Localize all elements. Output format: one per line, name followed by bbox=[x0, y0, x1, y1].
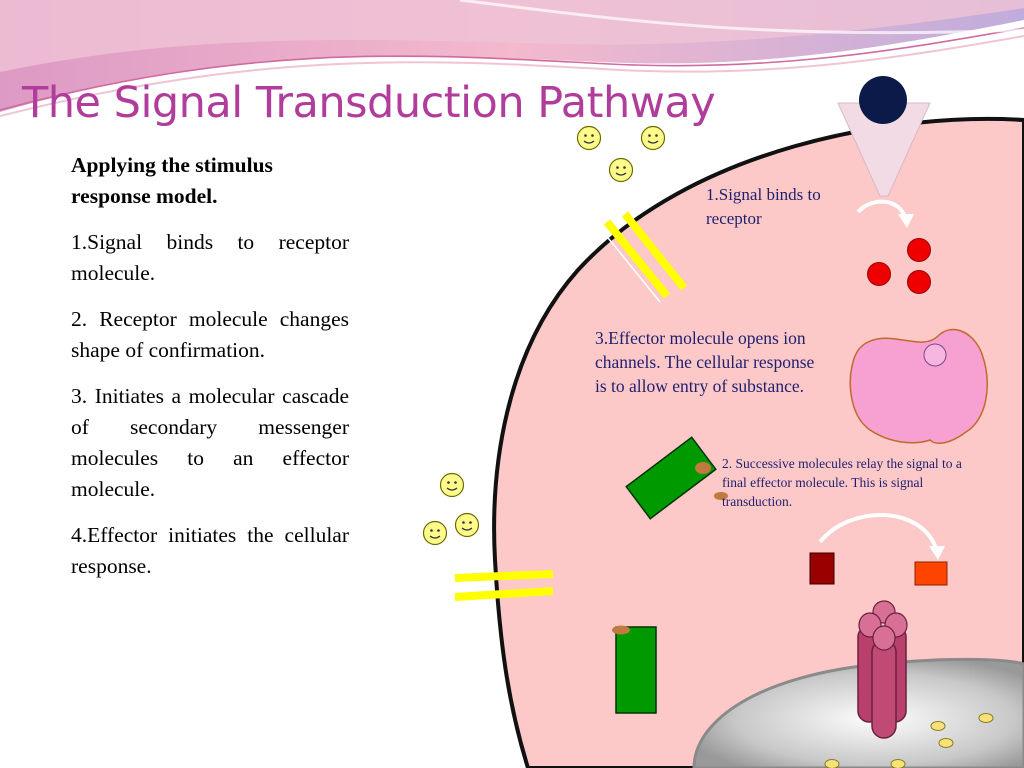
relay-arrow bbox=[809, 513, 948, 586]
slide-title: The Signal Transduction Pathway bbox=[22, 78, 716, 128]
relay-square-dark bbox=[809, 552, 835, 585]
effector-molecule bbox=[849, 328, 988, 445]
receptor-molecule bbox=[837, 76, 931, 197]
arrow-receptor-to-messenger bbox=[856, 199, 914, 228]
step-4-text: 4.Effector initiates the cellular respon… bbox=[71, 523, 349, 578]
steps-heading: Applying the stimulus response model. bbox=[71, 153, 273, 208]
relay-molecule-upright bbox=[612, 625, 657, 714]
membrane-protein-lower bbox=[454, 570, 554, 601]
stimulus-smiley-icon-1 bbox=[576, 125, 602, 151]
membrane-protein-upper bbox=[599, 211, 688, 303]
step-2-text: 2. Receptor molecule changes shape of co… bbox=[71, 307, 349, 362]
stimulus-smiley-icon-6 bbox=[454, 512, 480, 538]
label-effector-opens-channels: 3.Effector molecule opens ion channels. … bbox=[595, 328, 815, 396]
stimulus-smiley-icon-3 bbox=[608, 157, 634, 183]
label-signal-relay: 2. Successive molecules relay the signal… bbox=[722, 456, 962, 509]
ion-particles bbox=[824, 713, 994, 768]
step-3-text: 3. Initiates a molecular cascade of seco… bbox=[71, 384, 349, 501]
step-1-text: 1.Signal binds to receptor molecule. bbox=[71, 230, 349, 285]
header-wave-decoration bbox=[0, 0, 1024, 117]
relay-square-orange bbox=[914, 561, 948, 586]
stimulus-smiley-icon-2 bbox=[640, 125, 666, 151]
relay-molecule-tilted bbox=[625, 436, 728, 520]
stimulus-smiley-icon-5 bbox=[422, 520, 448, 546]
secondary-messengers bbox=[867, 238, 931, 294]
signal-molecule bbox=[859, 76, 907, 124]
ion-channel-protein bbox=[857, 600, 908, 739]
stimulus-smiley-icon-4 bbox=[439, 472, 465, 498]
label-signal-binds: 1.Signal binds to receptor bbox=[706, 185, 821, 228]
bound-substance bbox=[923, 343, 947, 367]
steps-text-block: Applying the stimulus response model. 1.… bbox=[71, 150, 349, 597]
